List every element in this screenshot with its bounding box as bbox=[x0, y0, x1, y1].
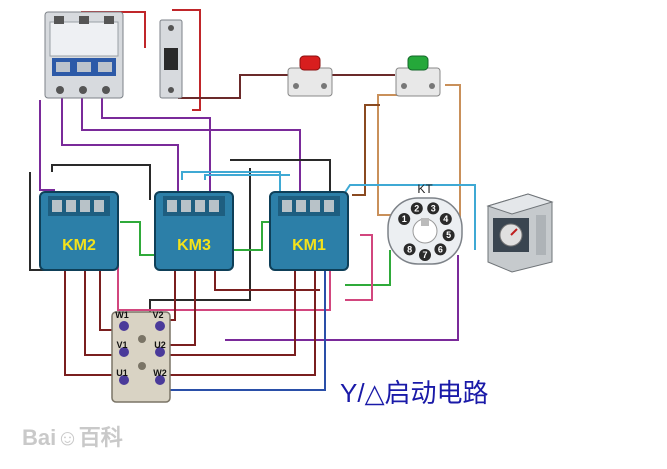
wires bbox=[29, 9, 476, 391]
terminal-label-v2: V2 bbox=[152, 310, 163, 320]
wire-maroon-8 bbox=[214, 270, 320, 291]
timer-pin-label-7: 7 bbox=[422, 250, 427, 260]
wire-tan-2 bbox=[377, 94, 405, 216]
time-relay-device bbox=[486, 193, 554, 273]
terminal-label-u1: U1 bbox=[116, 368, 128, 378]
wire-purple-3 bbox=[101, 98, 211, 195]
timer-pin-4 bbox=[439, 213, 452, 225]
contactor-km3: KM3 bbox=[154, 191, 234, 271]
wire-cyan-1 bbox=[181, 171, 281, 195]
wire-green-2 bbox=[345, 250, 391, 286]
wire-cyan-3 bbox=[204, 174, 290, 180]
wire-pink-2 bbox=[345, 234, 373, 301]
contactor-label-km3: KM3 bbox=[177, 237, 211, 254]
contactor-label-km2: KM2 bbox=[62, 237, 96, 254]
timer-pin-label-1: 1 bbox=[402, 214, 407, 224]
control-circuit-breaker bbox=[159, 19, 183, 99]
stop-button[interactable] bbox=[287, 55, 333, 97]
wire-dark-1 bbox=[178, 74, 290, 99]
wire-maroon-1 bbox=[64, 270, 120, 376]
timer-pin-label-3: 3 bbox=[431, 203, 436, 213]
wire-black-2 bbox=[51, 164, 151, 200]
diagram-title: Y/△启动电路 bbox=[340, 378, 489, 408]
timer-pin-label-4: 4 bbox=[443, 214, 448, 224]
contactor-label-km1: KM1 bbox=[292, 237, 326, 254]
timer-pin-label-2: 2 bbox=[414, 203, 419, 213]
wire-red-2 bbox=[172, 9, 201, 111]
wire-green-1 bbox=[120, 221, 160, 256]
start-button[interactable] bbox=[395, 55, 441, 97]
wire-maroon-7 bbox=[165, 270, 316, 376]
timer-pin-label-5: 5 bbox=[446, 230, 451, 240]
motor-terminal-block: W1 V2 V1 U2 U1 W2 bbox=[111, 310, 171, 403]
timer-pin-3 bbox=[427, 202, 440, 215]
wire-green-3 bbox=[230, 221, 275, 251]
wire-maroon-6 bbox=[165, 270, 296, 356]
terminal-label-w1: W1 bbox=[115, 310, 129, 320]
contactor-km2: KM2 bbox=[39, 191, 119, 271]
contactor-km1: KM1 bbox=[269, 191, 349, 271]
timer-pin-label-6: 6 bbox=[438, 244, 443, 254]
terminal-label-v1: V1 bbox=[116, 340, 127, 350]
timer-pin-1 bbox=[398, 213, 411, 225]
wire-purple-5 bbox=[225, 255, 459, 341]
wire-brown-1 bbox=[352, 104, 380, 196]
wire-blue-1 bbox=[120, 270, 326, 391]
terminal-label-u2: U2 bbox=[154, 340, 166, 350]
timer-pin-7 bbox=[419, 249, 431, 261]
wire-maroon-5 bbox=[165, 270, 196, 346]
timer-pin-2 bbox=[410, 202, 423, 215]
timer-pin-5 bbox=[442, 229, 455, 242]
watermark: Bai☺百科 bbox=[22, 425, 123, 450]
wire-purple-2 bbox=[81, 98, 301, 195]
timer-pins: 12 34 56 78 bbox=[398, 202, 455, 261]
wire-maroon-2 bbox=[84, 270, 120, 356]
terminal-label-w2: W2 bbox=[153, 368, 167, 378]
wire-black-3 bbox=[230, 159, 331, 195]
timer-pin-label-8: 8 bbox=[407, 244, 412, 254]
wire-purple-4 bbox=[39, 100, 55, 191]
wire-pink-1 bbox=[117, 265, 331, 311]
main-circuit-breaker bbox=[44, 11, 124, 99]
timer-label: KT bbox=[417, 182, 433, 196]
timer-pin-6 bbox=[434, 243, 447, 256]
wire-purple-1 bbox=[61, 98, 179, 195]
timer-pin-8 bbox=[403, 243, 416, 256]
